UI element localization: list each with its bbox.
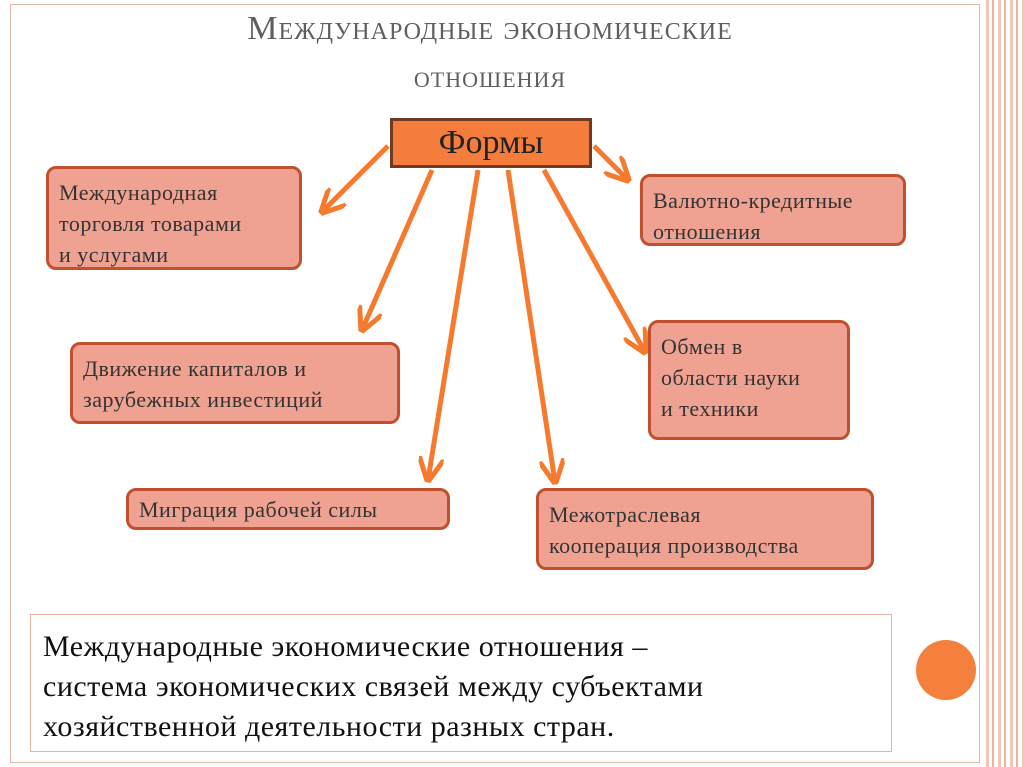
node-line: зарубежных инвестиций	[83, 387, 323, 412]
node-line: торговля товарами	[59, 211, 242, 236]
node-line: Миграция рабочей силы	[139, 497, 378, 522]
node-capital-movement: Движение капиталов и зарубежных инвестиц…	[70, 342, 400, 424]
arrow-to-migration	[428, 169, 481, 480]
definition-line: Международные экономические отношения –	[43, 630, 648, 663]
node-science-exchange: Обмен в области науки и техники	[648, 320, 850, 440]
node-line: области науки	[661, 365, 801, 390]
arrow-to-science	[541, 168, 645, 352]
node-line: кооперация производства	[549, 533, 799, 558]
node-line: Движение капиталов и	[83, 356, 307, 381]
decorative-orange-circle	[916, 640, 976, 700]
slide-title-line-2: отношения	[413, 58, 567, 94]
decorative-stripes	[982, 0, 1024, 767]
slide-title-line-1: Международные экономические	[247, 10, 733, 47]
node-line: Межотраслевая	[549, 502, 702, 527]
node-intersectoral-cooperation: Межотраслевая кооперация производства	[536, 488, 874, 570]
forms-center-box: Формы	[390, 118, 592, 168]
node-currency-credit: Валютно-кредитные отношения	[640, 174, 906, 246]
node-line: и услугами	[59, 242, 169, 267]
node-line: Валютно-кредитные	[653, 188, 854, 213]
node-labor-migration: Миграция рабочей силы	[126, 488, 450, 530]
slide-frame	[10, 4, 980, 763]
arrow-to-trade	[322, 144, 390, 212]
node-line: отношения	[653, 219, 761, 244]
definition-box: Международные экономические отношения – …	[30, 614, 892, 752]
node-line: Международная	[59, 180, 218, 205]
node-line: Обмен в	[661, 334, 743, 359]
definition-line: хозяйственной деятельности разных стран.	[43, 710, 615, 743]
node-line: и техники	[661, 396, 759, 421]
definition-line: система экономических связей между субъе…	[43, 670, 704, 703]
node-international-trade: Международная торговля товарами и услуга…	[46, 166, 302, 270]
arrow-to-capital	[362, 168, 435, 330]
arrow-to-currency	[592, 144, 628, 180]
arrow-to-cooperation	[505, 169, 555, 482]
